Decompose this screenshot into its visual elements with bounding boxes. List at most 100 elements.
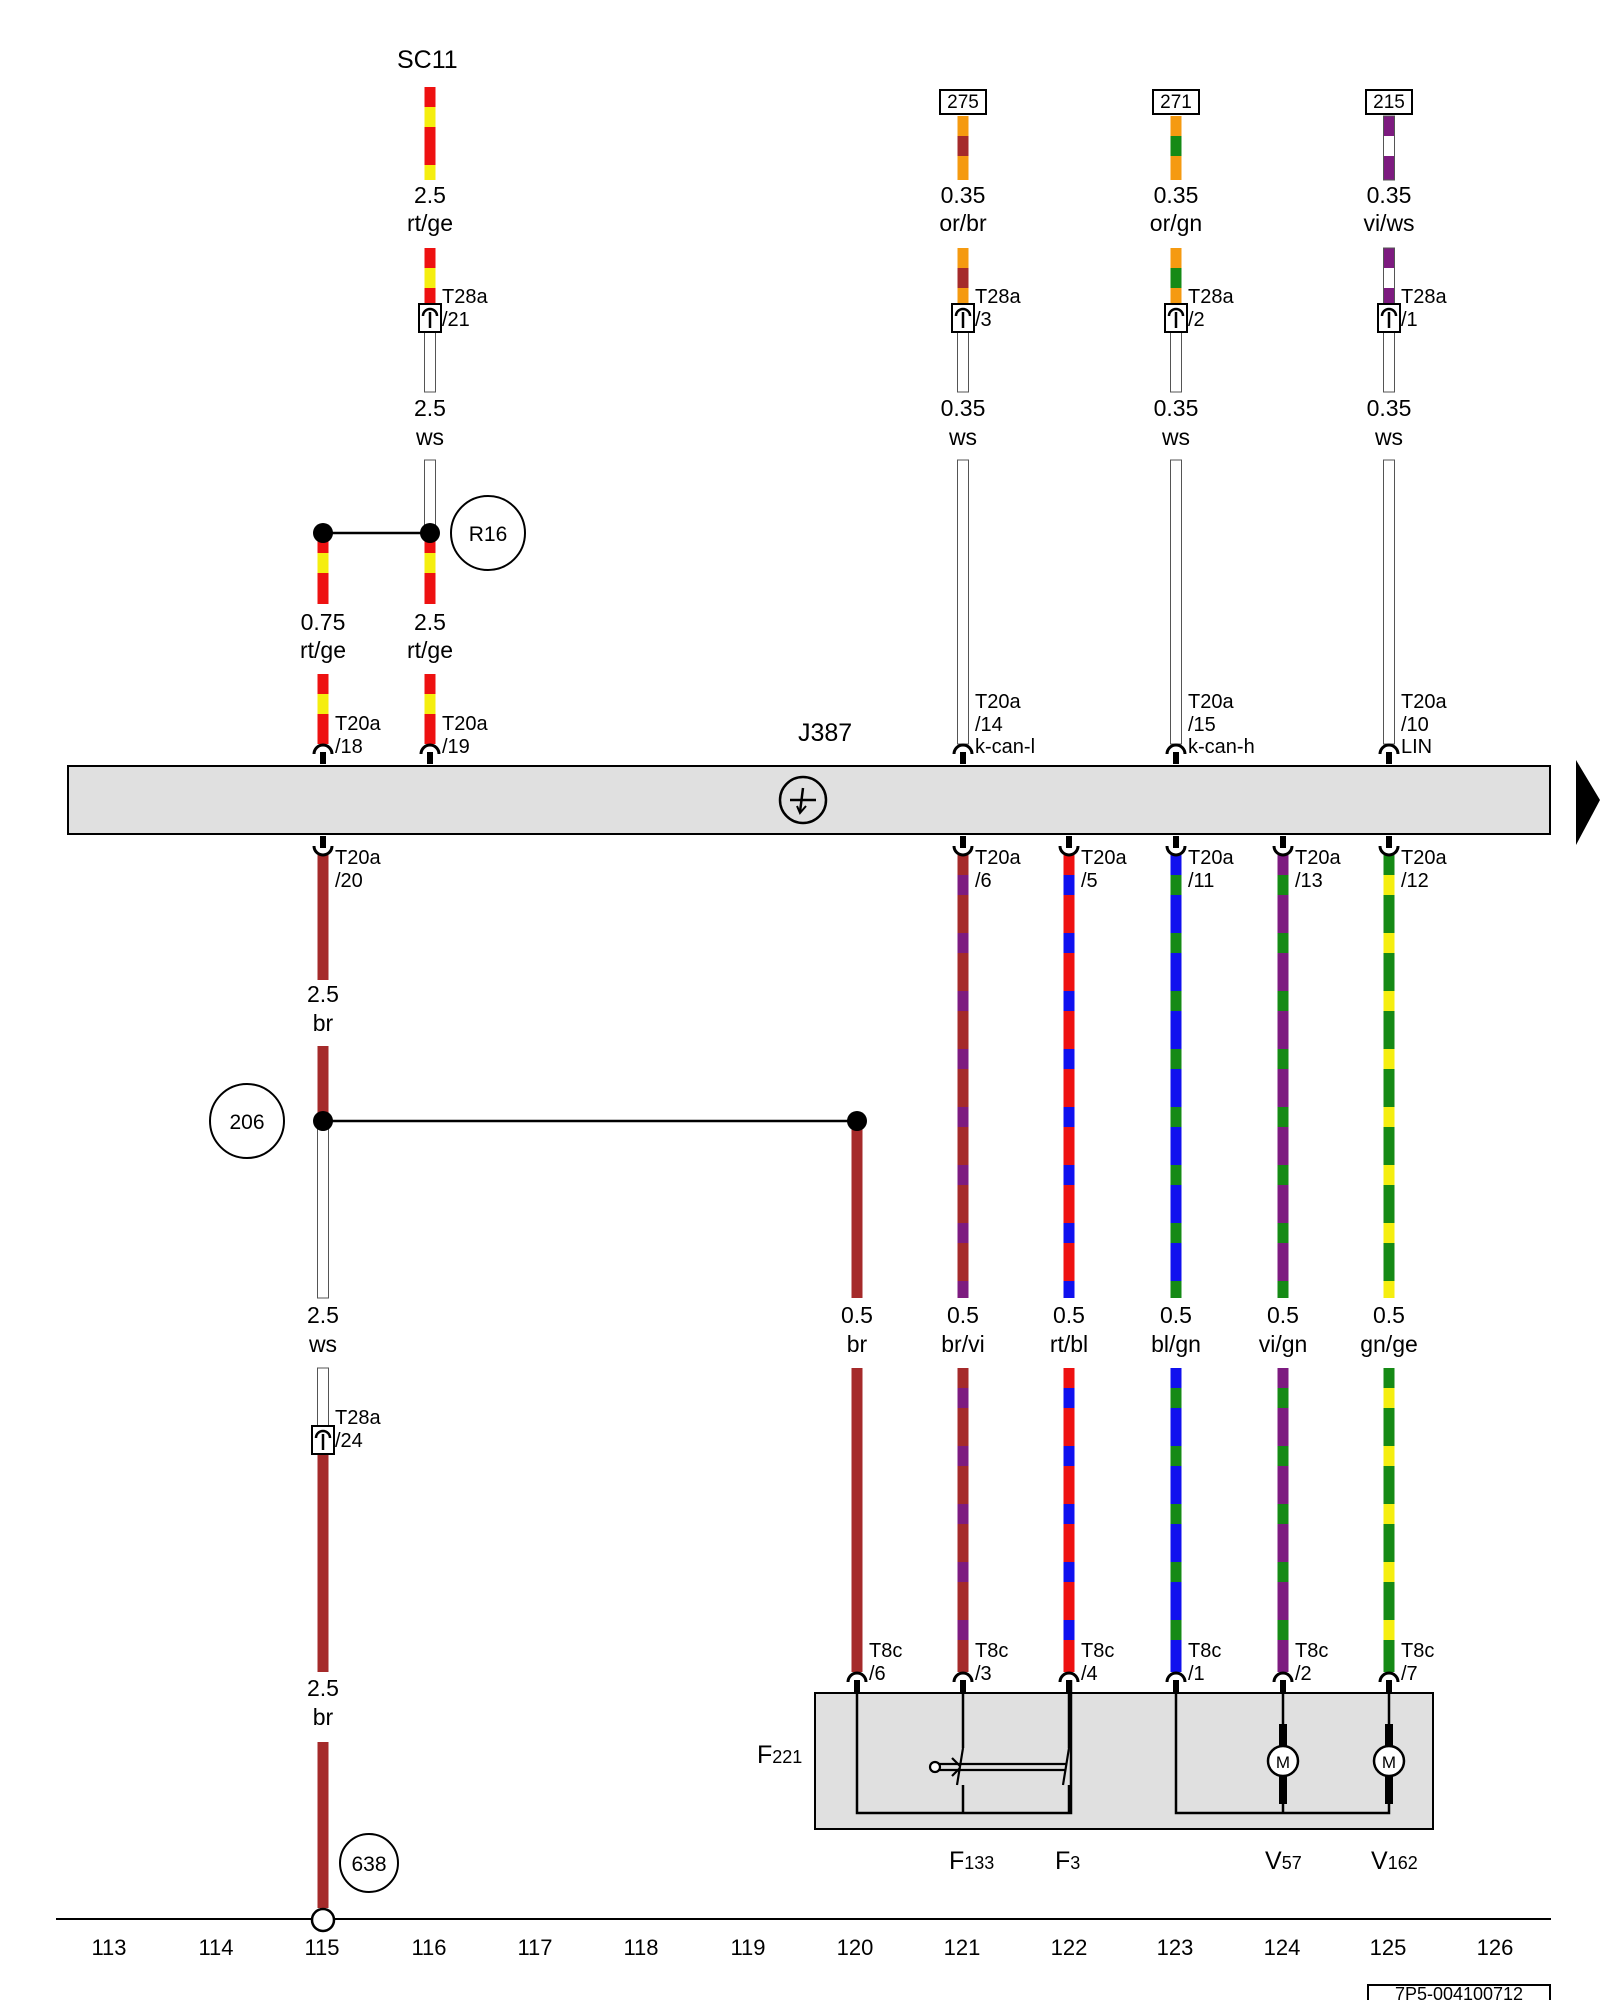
connector-pin-icon	[1378, 1671, 1400, 1692]
pin-label: /12	[1401, 870, 1429, 892]
column-number: 116	[411, 1935, 446, 1960]
pin-label: T28a	[335, 1407, 381, 1429]
wire-gauge: 0.35	[1154, 182, 1199, 208]
pin-label: T28a	[1401, 286, 1447, 308]
ref-box-label: 271	[1160, 92, 1192, 113]
ref-label-206: 206	[229, 1111, 264, 1134]
connector-pin-icon	[1272, 836, 1294, 857]
ref-circle-206	[209, 1083, 285, 1159]
connector-pin-icon	[312, 836, 334, 857]
wire-segment	[1170, 116, 1182, 180]
wire-segment	[317, 855, 329, 980]
pin-label: /13	[1295, 870, 1323, 892]
pin-label: k-can-l	[975, 736, 1035, 758]
wire-gauge: 0.75	[301, 609, 346, 635]
wire-segment	[1170, 1368, 1182, 1672]
wire-gauge: 0.5	[1267, 1302, 1299, 1328]
wire-gauge: 2.5	[414, 395, 446, 421]
wire-segment	[957, 248, 969, 305]
ref-box-215	[1365, 89, 1413, 115]
connector-pin-icon	[419, 743, 441, 764]
pin-label: T20a	[1401, 847, 1447, 869]
pin-label: T8c	[1081, 1640, 1114, 1662]
connector-pin-icon	[1058, 836, 1080, 857]
wire-segment	[317, 674, 329, 744]
component-label-f221: F221	[757, 1741, 802, 1769]
wire-segment	[1277, 855, 1289, 1298]
connector-pin-icon	[1058, 1671, 1080, 1692]
splice-dot	[420, 523, 440, 543]
wire-segment	[1063, 1368, 1075, 1672]
wire-segment	[1383, 855, 1395, 1298]
wire-segment	[1277, 1368, 1289, 1672]
wire-segment	[957, 855, 969, 1298]
ref-label-638: 638	[351, 1853, 386, 1876]
pin-label: /3	[975, 1663, 992, 1685]
pin-label: /1	[1401, 309, 1418, 331]
column-number: 113	[91, 1935, 126, 1960]
column-number: 126	[1477, 1935, 1514, 1960]
inline-connector-icon	[311, 1425, 335, 1455]
wire-segment	[1170, 248, 1182, 305]
column-number: 117	[517, 1935, 552, 1960]
connector-pin-icon	[1165, 836, 1187, 857]
inline-connector-icon	[1377, 303, 1401, 333]
component-label-f3: F3	[1055, 1847, 1080, 1875]
wire-segment	[1383, 459, 1395, 745]
wire-segment	[424, 533, 436, 604]
splice-dot	[847, 1111, 867, 1131]
inline-connector-icon	[1164, 303, 1188, 333]
splice-dot	[313, 1111, 333, 1131]
component-label-f133: F133	[949, 1847, 994, 1875]
wire-gauge: 0.35	[941, 182, 986, 208]
wire-color-code: rt/ge	[407, 210, 453, 236]
wire-color-code: br	[313, 1010, 334, 1036]
wire-segment	[1383, 1368, 1395, 1672]
wire-gauge: 0.35	[1154, 395, 1199, 421]
pin-label: /2	[1295, 1663, 1312, 1685]
pin-label: T8c	[975, 1640, 1008, 1662]
wire-gauge: 2.5	[414, 609, 446, 635]
pin-label: /20	[335, 870, 363, 892]
column-number: 121	[944, 1935, 981, 1960]
wire-gauge: 0.5	[841, 1302, 873, 1328]
connector-pin-icon	[952, 1671, 974, 1692]
pin-label: T20a	[335, 847, 381, 869]
wire-segment	[317, 1440, 329, 1672]
wire-color-code: ws	[948, 424, 977, 450]
motor-v162-icon	[1372, 1724, 1406, 1804]
ref-circle-r16	[450, 495, 526, 571]
pin-label: LIN	[1401, 736, 1432, 758]
wire-gauge: 2.5	[414, 182, 446, 208]
ref-circle-638	[339, 1833, 399, 1893]
component-label-v162: V162	[1371, 1847, 1418, 1875]
wire-segment	[317, 1120, 329, 1299]
wire-segment	[317, 1046, 329, 1121]
pin-label: /11	[1188, 870, 1214, 892]
wire-gauge: 0.5	[1053, 1302, 1085, 1328]
wire-color-code: vi/gn	[1259, 1331, 1308, 1357]
wire-color-code: br/vi	[941, 1331, 984, 1357]
wire-gauge: 0.35	[1367, 182, 1412, 208]
splice-dot	[313, 523, 333, 543]
component-f221-body	[814, 1692, 1434, 1830]
connector-pin-icon	[1165, 743, 1187, 764]
wire-segment	[317, 533, 329, 604]
wire-gauge: 2.5	[307, 1675, 339, 1701]
wire-gauge: 2.5	[307, 1302, 339, 1328]
pin-label: /19	[442, 736, 470, 758]
wire-gauge: 0.5	[1160, 1302, 1192, 1328]
wire-segment	[1170, 459, 1182, 745]
inline-connector-icon	[951, 303, 975, 333]
wire-color-code: ws	[308, 1331, 337, 1357]
inline-connector-icon	[418, 303, 442, 333]
watermark-frame	[1367, 1984, 1551, 2000]
wire-color-code: vi/ws	[1363, 210, 1414, 236]
wire-color-code: bl/gn	[1151, 1331, 1201, 1357]
wire-gauge: 0.35	[1367, 395, 1412, 421]
pin-label: /2	[1188, 309, 1205, 331]
wire-gauge: 0.5	[947, 1302, 979, 1328]
column-number: 119	[730, 1935, 765, 1960]
wire-color-code: br	[313, 1704, 334, 1730]
column-number: 115	[304, 1935, 339, 1960]
